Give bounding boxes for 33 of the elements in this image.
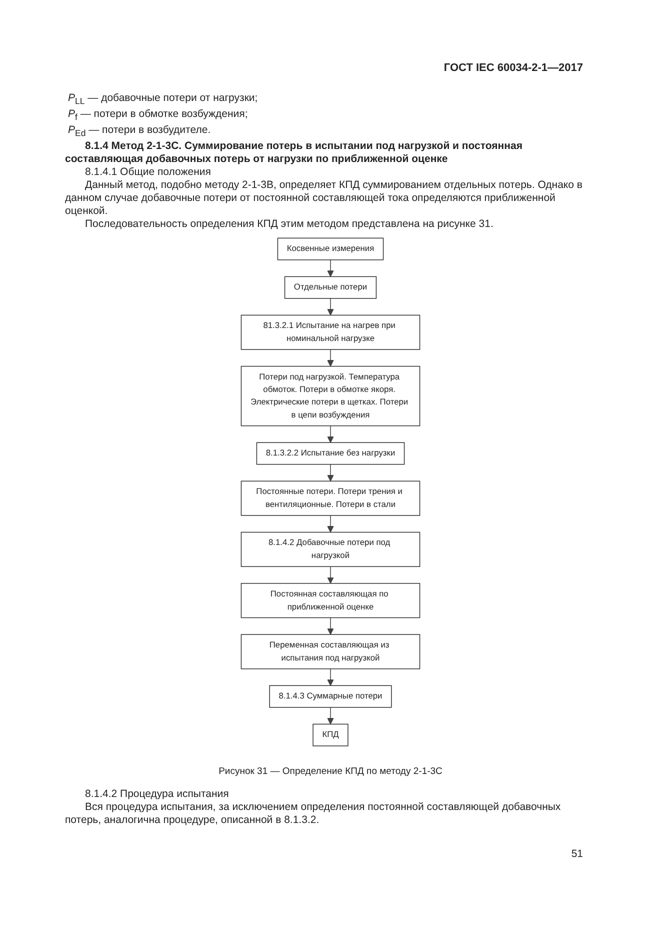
node-box: 8.1.4.2 Добавочные потери под нагрузкой: [240, 532, 420, 567]
paragraph: Последовательность определения КПД этим методом представлена на рисунке 31.: [84, 218, 494, 232]
paragraph: Данный метод, подобно методу 2-1-3В, определяет КПД суммированием отдельных потерь. Однако в данном случае добавочные потери от постоянной составляющей тока определяются приближенной оценкой.: [65, 179, 584, 218]
legend-definition: P$_{f}$ — потери в обмотке возбуждения;: [67, 108, 249, 124]
subsection-heading: 8.1.4.1 Общие положения: [84, 166, 212, 180]
node-box: КПД: [312, 724, 348, 746]
node-box: 8.1.4.3 Суммарные потери: [269, 685, 392, 708]
node-box: Потери под нагрузкой. Температура обмоток. Потери в обмотке якоря. Электрические потери в щетках. Потери в цепи возбуждения: [240, 366, 420, 426]
document-header: ГОСТ IEC 60034-2-1—2017: [444, 62, 583, 75]
arrow: [327, 566, 334, 584]
page-number: 51: [571, 848, 583, 861]
node-box: Косвенные измерения: [277, 238, 384, 260]
subsection-heading: 8.1.4.2 Процедура испытания: [84, 788, 230, 801]
arrow: [327, 349, 334, 367]
legend-definition: P$_{Ed}$ — потери в возбудителе.: [67, 124, 212, 140]
node-box: 8.1.3.2.2 Испытание без нагрузки: [256, 442, 405, 465]
legend-definition: P$_{LL}$ — добавочные потери от нагрузки;: [67, 92, 259, 108]
paragraph: Вся процедура испытания, за исключением определения постоянной составляющей добавочных потерь, аналогична процедуре, описанной в 8.1.3.2.: [65, 801, 562, 827]
figure-caption: Рисунок 31 — Определение КПД по методу 2-1-3С: [218, 765, 444, 778]
arrow: [327, 706, 334, 724]
node-box: Постоянные потери. Потери трения и вентиляционные. Потери в стали: [240, 480, 420, 516]
node-box: Постоянная составляющая по приближенной оценке: [240, 582, 420, 618]
arrow: [327, 515, 334, 533]
arrow: [327, 464, 334, 482]
arrow: [327, 298, 334, 316]
arrow: [327, 259, 334, 277]
node-box: Отдельные потери: [284, 276, 377, 299]
node-box: 81.3.2.1 Испытание на нагрев при номинальной нагрузке: [240, 314, 420, 350]
arrow: [327, 617, 334, 635]
arrow: [327, 668, 334, 686]
node-box: Переменная составляющая из испытания под нагрузкой: [240, 634, 420, 670]
arrow: [327, 425, 334, 443]
section-heading: 8.1.4 Метод 2-1-3С. Суммирование потерь в испытании под нагрузкой и постоянная составляющая добавочных потерь от нагрузки по приближенной оценке: [65, 140, 524, 166]
